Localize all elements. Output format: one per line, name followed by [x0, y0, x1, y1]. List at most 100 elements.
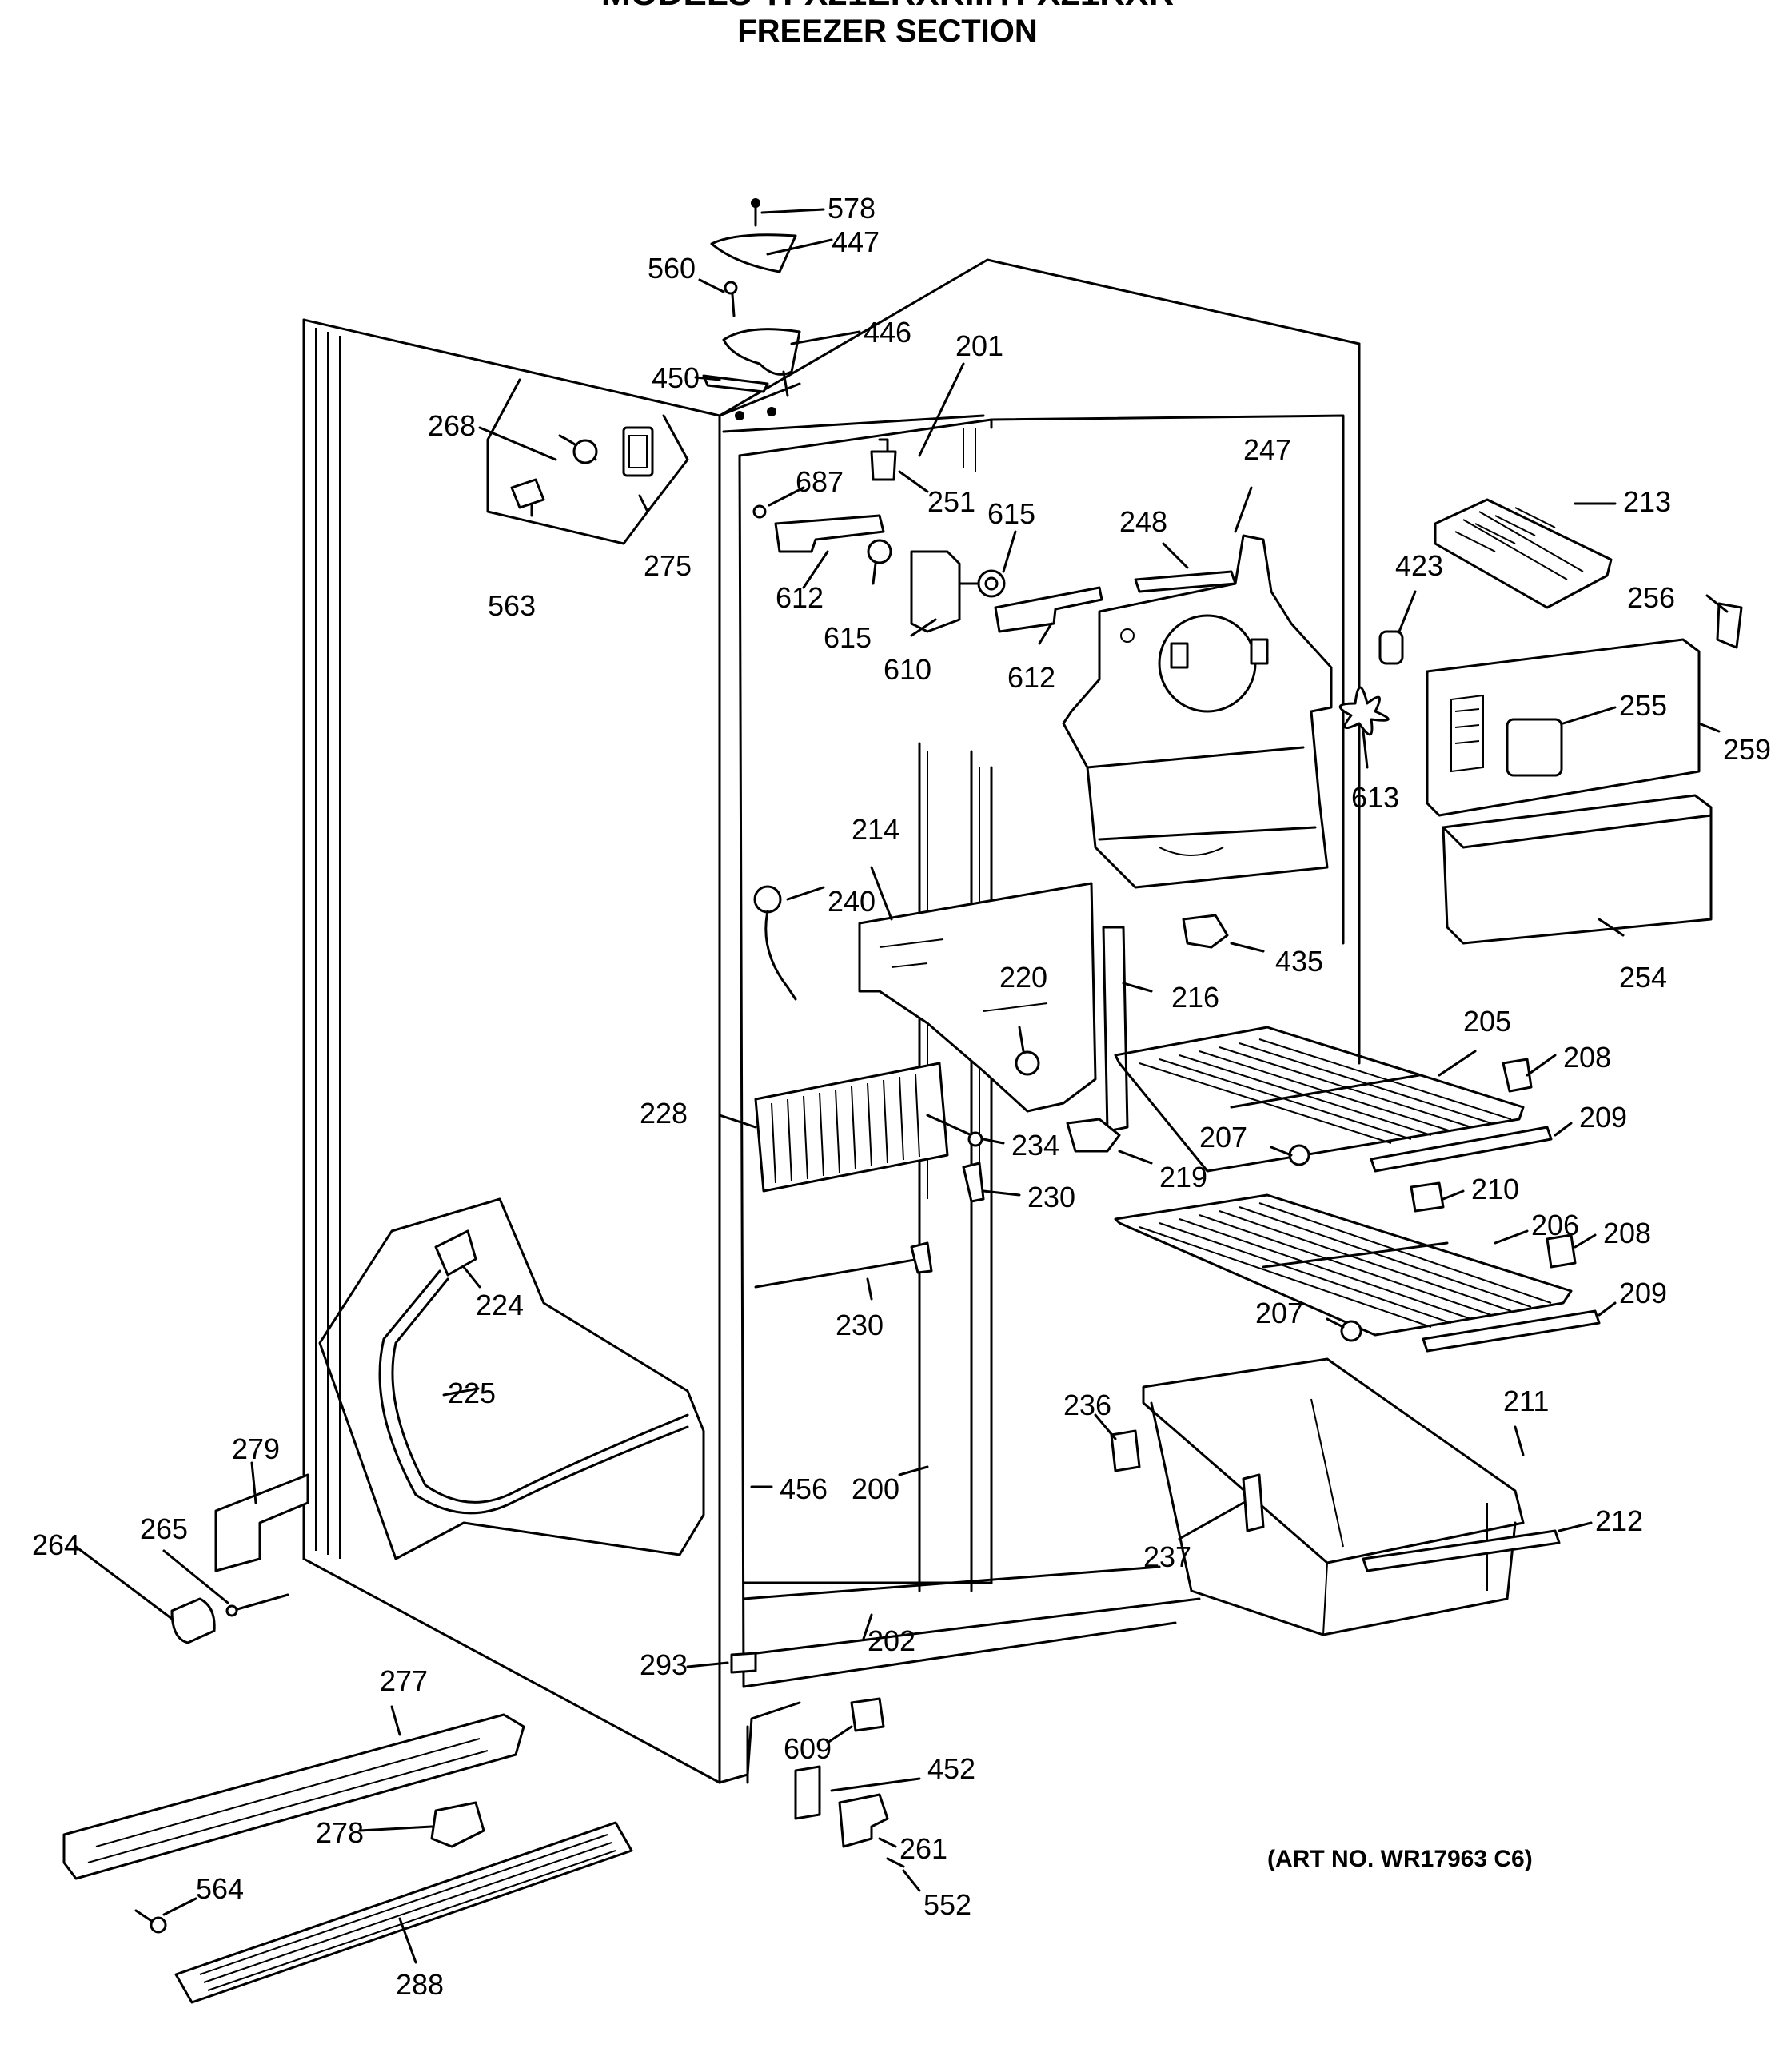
callout-279: 279 [232, 1432, 280, 1465]
callout-265: 265 [140, 1512, 188, 1545]
defrost-sensor [1066, 1118, 1121, 1153]
callout-219: 219 [1159, 1161, 1207, 1193]
callout-435: 435 [1275, 945, 1323, 978]
basket-support-236 [1110, 1429, 1141, 1472]
roller-assembly [170, 1593, 289, 1644]
callout-206: 206 [1531, 1209, 1579, 1241]
callout-256: 256 [1627, 581, 1675, 614]
callout-247: 247 [1243, 433, 1291, 466]
callout-423: 423 [1395, 549, 1443, 582]
callout-259: 259 [1723, 733, 1771, 766]
fan-blade [1338, 630, 1404, 736]
ice-clip [1716, 602, 1743, 649]
leveler-278 [430, 1801, 485, 1848]
upper-shelf [1114, 1026, 1525, 1173]
callout-209b: 209 [1619, 1277, 1667, 1309]
callout-224: 224 [476, 1289, 524, 1321]
callout-220: 220 [999, 961, 1047, 994]
callout-261: 261 [899, 1832, 947, 1865]
callout-209a: 209 [1579, 1101, 1627, 1134]
callout-452: 452 [927, 1752, 975, 1785]
callout-288: 288 [396, 1968, 444, 2001]
callout-612a: 612 [776, 581, 824, 614]
callout-237: 237 [1143, 1540, 1191, 1573]
rear-wall-components [752, 438, 1103, 633]
callout-687: 687 [796, 465, 844, 498]
callout-615b: 615 [824, 621, 872, 654]
hinge-screw-293 [730, 1652, 757, 1674]
callout-456: 456 [780, 1472, 828, 1505]
callout-211: 211 [1503, 1385, 1549, 1417]
shelf-trim-209b [1422, 1309, 1601, 1353]
shelf-screw-207a [1288, 1144, 1310, 1166]
callout-610: 610 [884, 653, 931, 686]
callout-450: 450 [652, 361, 700, 394]
callout-208a: 208 [1563, 1041, 1611, 1074]
callout-578: 578 [828, 192, 876, 225]
callout-207a: 207 [1199, 1121, 1247, 1154]
callout-labels: 578 447 560 446 450 201 268 687 251 615 … [32, 192, 1771, 2001]
callout-615a: 615 [987, 497, 1035, 530]
callout-255: 255 [1619, 689, 1667, 722]
callout-202: 202 [868, 1624, 915, 1657]
callout-228: 228 [640, 1097, 688, 1130]
callout-225: 225 [448, 1377, 496, 1409]
section-title: FREEZER SECTION [737, 14, 1038, 49]
callout-201: 201 [955, 329, 1003, 362]
leader-lines [74, 208, 1729, 1964]
callout-230b: 230 [836, 1309, 884, 1341]
callout-552: 552 [923, 1888, 971, 1921]
bottom-hinge [838, 1793, 889, 1848]
lower-shelf [1114, 1193, 1573, 1337]
shelf-bracket-208a [1502, 1058, 1533, 1093]
fan-shroud [1062, 534, 1333, 889]
callout-564: 564 [196, 1872, 244, 1905]
basket-handle [1362, 1529, 1561, 1572]
drain-tube-area [318, 1197, 705, 1560]
shelf-screw-207b [1340, 1320, 1362, 1342]
toe-grille [174, 1821, 633, 2004]
basket-support-237 [1242, 1473, 1265, 1532]
callout-234: 234 [1011, 1129, 1059, 1162]
callout-612b: 612 [1007, 661, 1055, 694]
evaporator-cover [858, 882, 1097, 1113]
callout-208b: 208 [1603, 1217, 1651, 1249]
callout-213: 213 [1623, 485, 1671, 518]
callout-293: 293 [640, 1648, 688, 1681]
callout-278: 278 [316, 1816, 364, 1849]
ice-tray [1434, 498, 1613, 609]
callout-254: 254 [1619, 961, 1667, 994]
screw-552 [886, 1857, 905, 1868]
side-bracket [214, 1473, 309, 1572]
callout-210: 210 [1471, 1173, 1519, 1205]
callout-212: 212 [1595, 1504, 1643, 1537]
callout-563: 563 [488, 589, 536, 622]
evaporator-coil [754, 1062, 983, 1193]
callout-216: 216 [1171, 981, 1219, 1014]
light-switch-assembly [486, 378, 689, 545]
art-number: (ART NO. WR17963 C6) [1267, 1846, 1533, 1872]
shelf-trim-209a [1370, 1126, 1553, 1173]
callout-446: 446 [864, 316, 911, 349]
freezer-basket [1142, 1357, 1525, 1636]
callout-248: 248 [1119, 505, 1167, 538]
ice-rack [1426, 638, 1701, 817]
heater-rod [754, 1162, 985, 1289]
callout-560: 560 [648, 252, 696, 285]
base-rail [62, 1713, 525, 1880]
callout-264: 264 [32, 1528, 80, 1561]
callout-230a: 230 [1027, 1181, 1075, 1213]
callout-609: 609 [784, 1732, 832, 1765]
wire-harness [753, 885, 797, 1001]
air-channel [1102, 926, 1129, 1133]
callout-240: 240 [828, 885, 876, 918]
top-hinge-parts [702, 198, 801, 397]
callout-447: 447 [832, 225, 880, 258]
callout-207b: 207 [1255, 1297, 1303, 1329]
shelf-bracket-210 [1410, 1181, 1445, 1213]
callout-275: 275 [644, 549, 692, 582]
shim-452 [794, 1765, 821, 1820]
hinge-bracket-609 [850, 1697, 885, 1732]
models-title: MODELS TFX21ERXR...TFX21RXR [601, 0, 1174, 13]
